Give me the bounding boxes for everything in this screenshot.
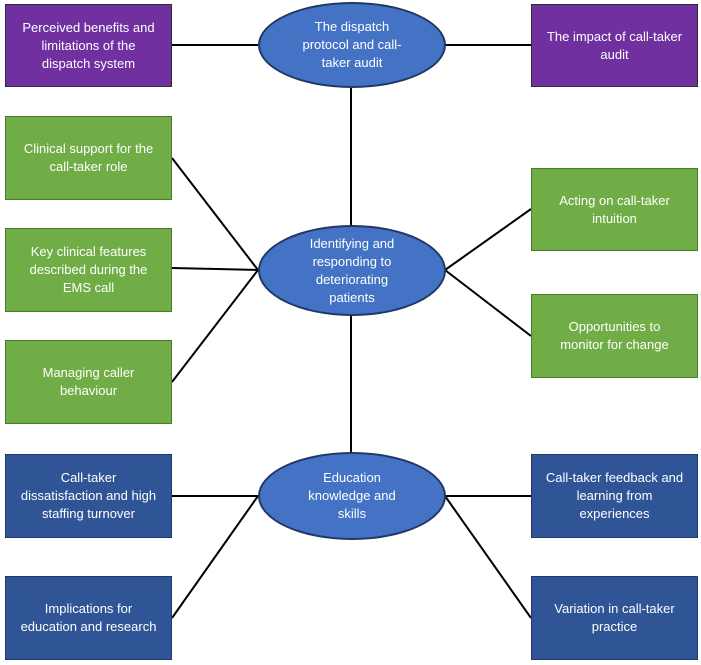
subtheme-managing-caller: Managing caller behaviour [5, 340, 172, 424]
theme-education: Education knowledge and skills [258, 452, 446, 540]
subtheme-impact-audit-label: The impact of call-taker audit [546, 28, 683, 62]
theme-deteriorating-patients: Identifying and responding to deteriorat… [258, 225, 446, 316]
subtheme-variation-practice: Variation in call-taker practice [531, 576, 698, 660]
connector-deteriorating-clinical-support [171, 157, 259, 271]
connector-deteriorating-managing-caller [171, 269, 259, 383]
subtheme-acting-intuition-label: Acting on call-taker intuition [559, 192, 670, 226]
subtheme-key-clinical-features: Key clinical features described during t… [5, 228, 172, 312]
subtheme-feedback-learning: Call-taker feedback and learning from ex… [531, 454, 698, 538]
theme-education-label: Education knowledge and skills [308, 470, 396, 521]
subtheme-opportunities-monitor-label: Opportunities to monitor for change [560, 319, 669, 352]
theme-dispatch-protocol-label: The dispatch protocol and call- taker au… [302, 19, 402, 70]
subtheme-variation-practice-label: Variation in call-taker practice [554, 601, 675, 634]
theme-dispatch-protocol: The dispatch protocol and call- taker au… [258, 2, 446, 88]
theme-deteriorating-patients-label: Identifying and responding to deteriorat… [309, 235, 395, 305]
subtheme-impact-audit: The impact of call-taker audit [531, 4, 698, 87]
connector-deteriorating-intuition [444, 208, 532, 271]
subtheme-perceived-benefits-label: Perceived benefits and limitations of th… [22, 19, 155, 71]
subtheme-feedback-learning-label: Call-taker feedback and learning from ex… [545, 470, 684, 521]
subtheme-acting-intuition: Acting on call-taker intuition [531, 168, 698, 251]
subtheme-implications-education: Implications for education and research [5, 576, 172, 660]
subtheme-key-clinical-features-label: Key clinical features described during t… [29, 244, 148, 295]
subtheme-dissatisfaction-turnover: Call-taker dissatisfaction and high staf… [5, 454, 172, 538]
subtheme-perceived-benefits: Perceived benefits and limitations of th… [5, 4, 172, 87]
subtheme-dissatisfaction-turnover-label: Call-taker dissatisfaction and high staf… [20, 470, 157, 521]
subtheme-clinical-support-label: Clinical support for the call-taker role [23, 141, 154, 174]
connector-deteriorating-opportunities [444, 269, 532, 337]
connector-education-implications [171, 495, 259, 619]
connector-deteriorating-key-features [171, 267, 259, 271]
connector-education-variation [444, 495, 532, 619]
subtheme-managing-caller-label: Managing caller behaviour [42, 365, 135, 398]
subtheme-clinical-support: Clinical support for the call-taker role [5, 116, 172, 200]
subtheme-implications-education-label: Implications for education and research [20, 601, 157, 634]
subtheme-opportunities-monitor: Opportunities to monitor for change [531, 294, 698, 378]
